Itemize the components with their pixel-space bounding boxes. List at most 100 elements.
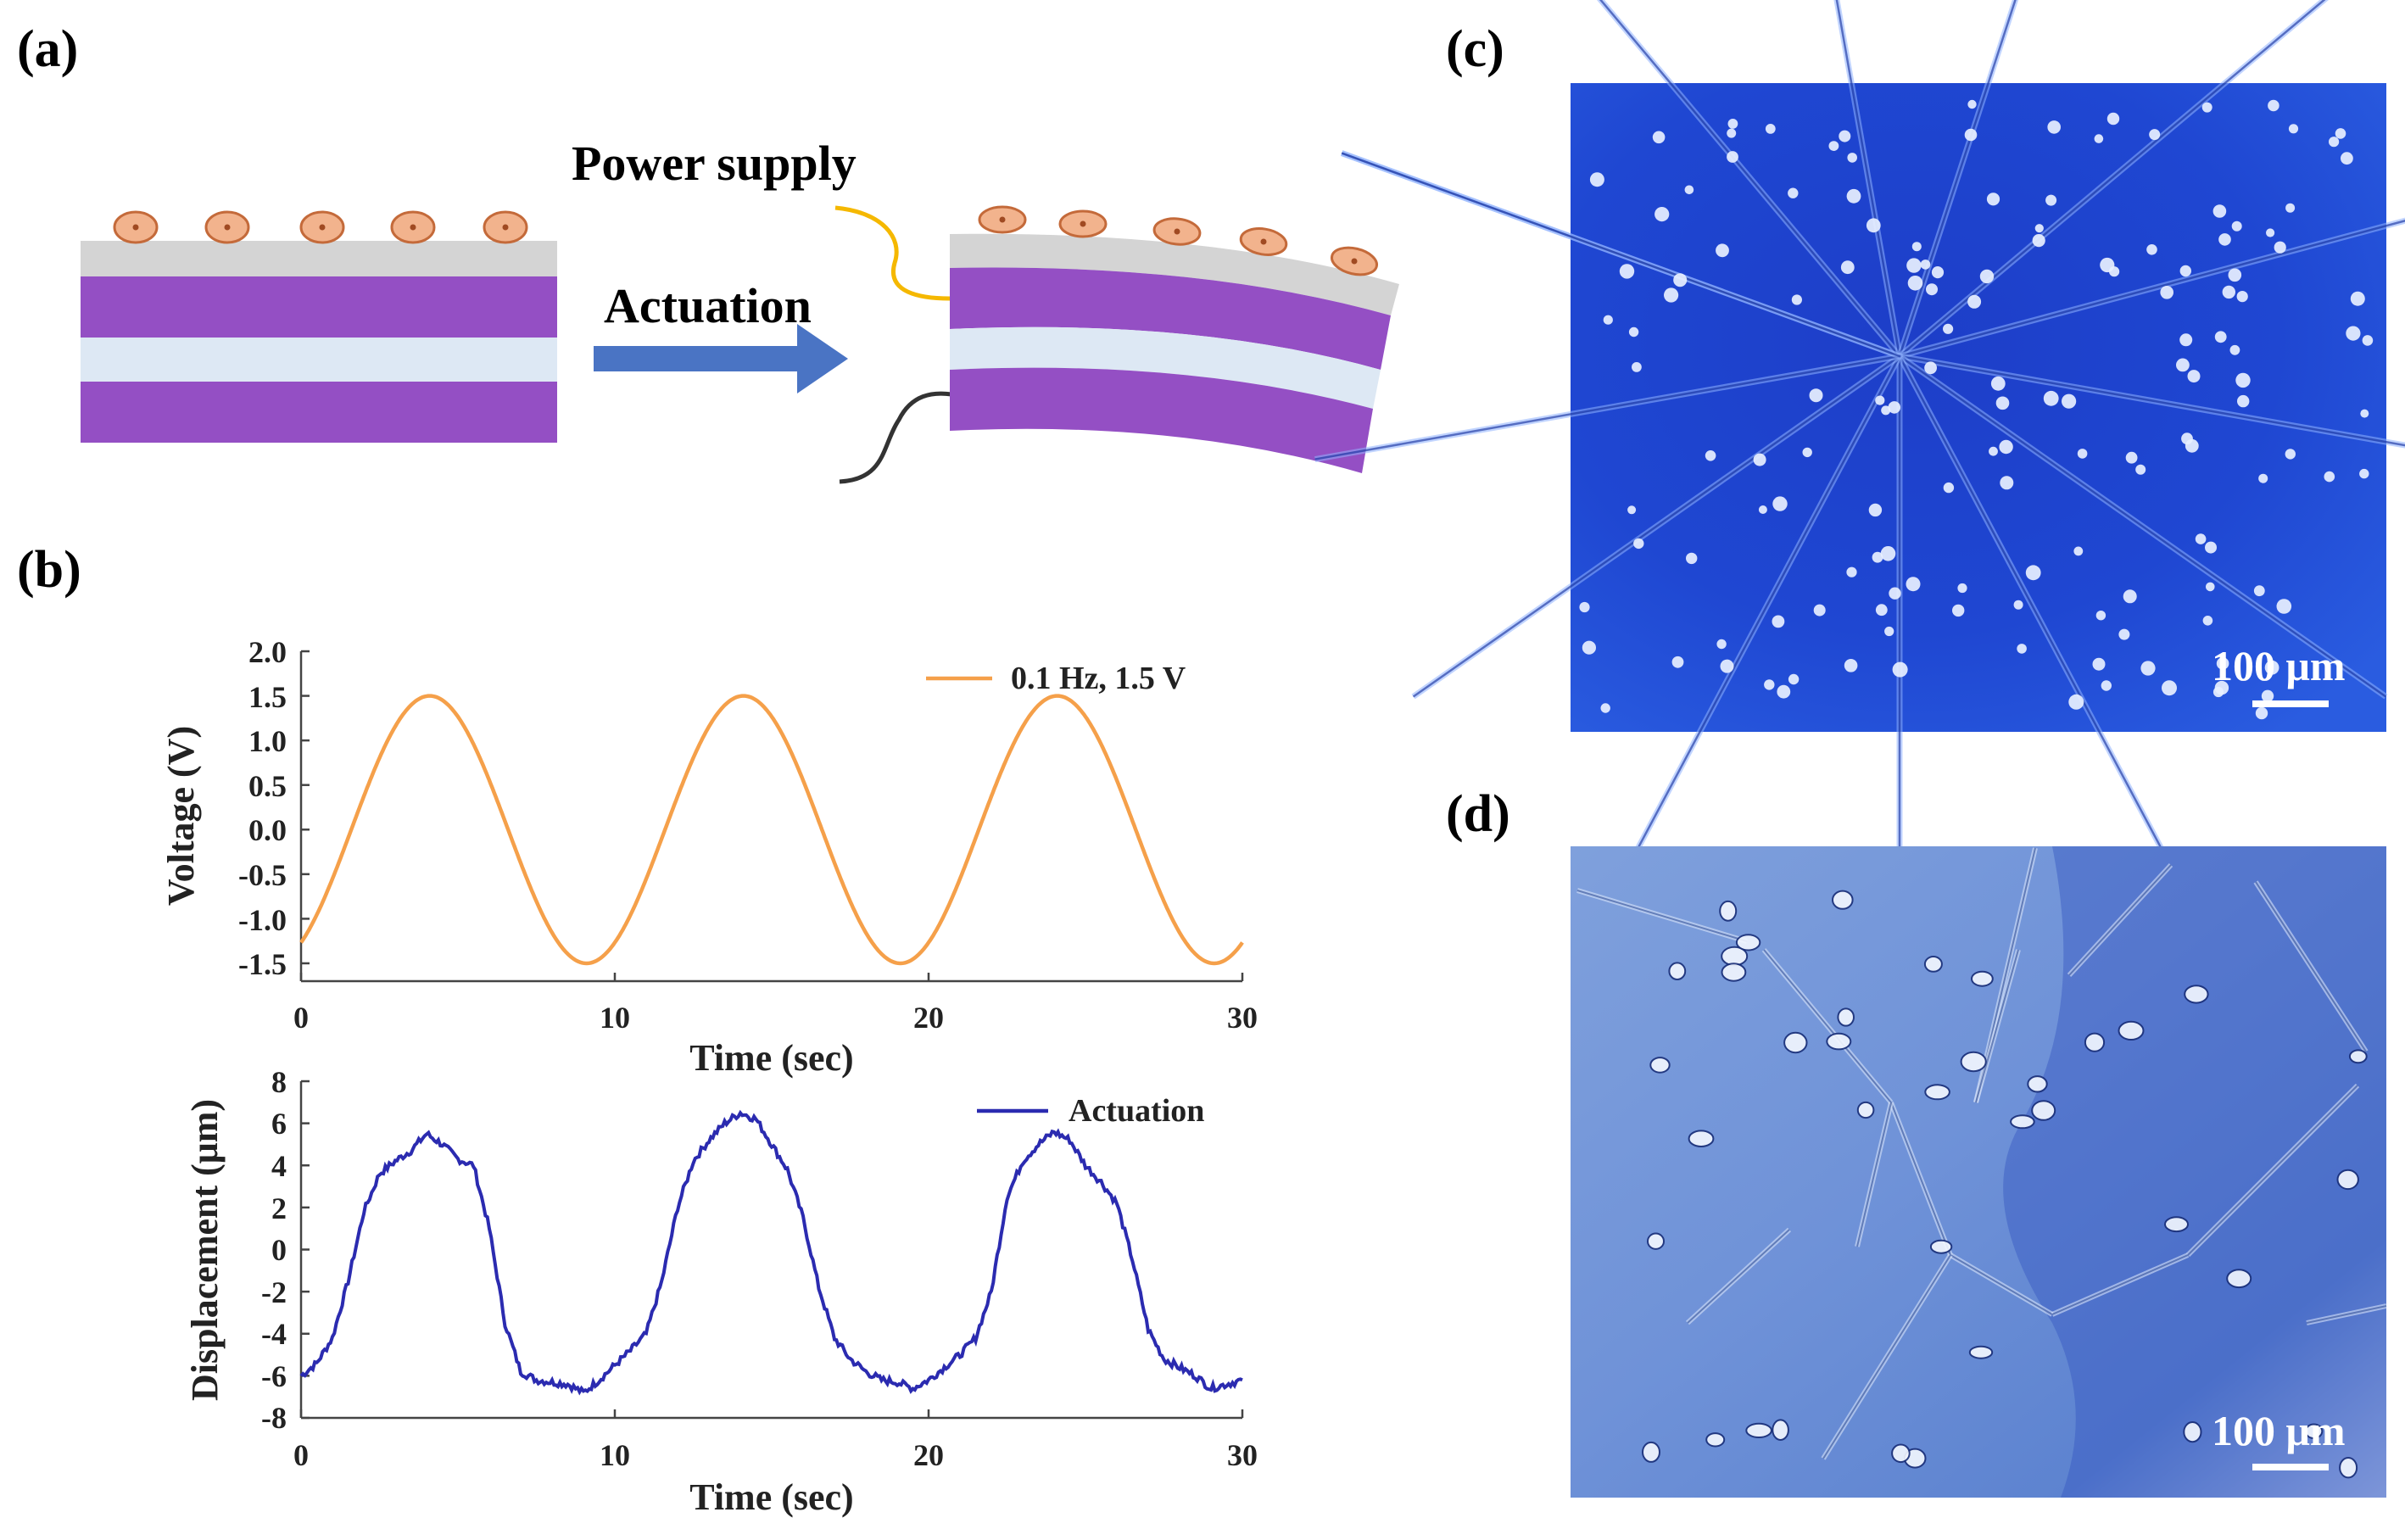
cell-dot — [1906, 577, 1921, 592]
cell-dot — [1579, 601, 1590, 613]
displacement-x-tick-label: 0 — [293, 1438, 309, 1472]
cell-icon — [1058, 209, 1108, 238]
cell-dot — [2123, 589, 2137, 604]
micrograph-d-cells — [1642, 890, 2368, 1479]
cell-dot — [2181, 432, 2193, 445]
cell-dot — [1924, 361, 1938, 375]
cell-dot — [2149, 129, 2161, 141]
cell-dot — [1628, 326, 1639, 338]
cell-dot — [2228, 268, 2242, 282]
cell-dot — [2034, 224, 2044, 233]
cell-dot — [2100, 257, 2115, 273]
fiber — [1341, 152, 1900, 358]
flat-purple-bottom — [81, 382, 557, 443]
cell-dot — [2068, 694, 2084, 710]
displacement-y-tick-label: 8 — [271, 1065, 287, 1099]
cell-dot — [1889, 587, 1901, 600]
cell-dot — [1926, 283, 1938, 296]
fiber — [1620, 355, 1901, 881]
cell-dot — [1633, 538, 1644, 550]
cell-dot — [2304, 1423, 2324, 1440]
cell-dot — [1839, 130, 1851, 142]
fiber — [1576, 890, 1748, 942]
voltage-y-tick-label: -1.0 — [238, 903, 287, 937]
flat-separator — [81, 338, 557, 382]
cell-dot — [2183, 1421, 2202, 1443]
cell-dot — [2095, 611, 2106, 621]
cell-dot — [2360, 409, 2369, 418]
cell-dot — [1884, 626, 1894, 637]
cell-dot — [2285, 449, 2296, 460]
displacement-y-tick-label: -4 — [261, 1317, 287, 1351]
cell-dot — [2339, 1457, 2358, 1479]
cell-dot — [1971, 970, 1994, 987]
cell-dot — [2195, 533, 2207, 544]
cell-dot — [1589, 172, 1604, 187]
micrograph-d-fibers — [1576, 847, 2387, 1460]
cell-dot — [2187, 370, 2201, 383]
cell-dot — [2094, 134, 2104, 143]
cell-dot — [1783, 1031, 1808, 1054]
cell-icon — [390, 210, 436, 244]
bent-purple-bottom — [950, 367, 1373, 473]
cell-dot — [2027, 1075, 2048, 1093]
negative-wire — [839, 391, 952, 484]
cell-dot — [1943, 482, 1955, 494]
cell-dot — [2118, 628, 2130, 640]
fiber — [1856, 1102, 1892, 1247]
cell-dot — [2032, 234, 2045, 248]
cell-dot — [2362, 335, 2374, 346]
fiber — [1898, 355, 2179, 881]
cell-dot — [1721, 962, 1747, 982]
cell-dot — [2206, 582, 2215, 592]
cell-dot — [1727, 119, 1738, 129]
cell-dot — [2202, 616, 2213, 626]
displacement-y-tick-labels: 8 6 4 2 0 -2 -4 -6 -8 — [261, 1065, 287, 1435]
cell-icon — [299, 210, 345, 244]
cell-dot — [2062, 393, 2077, 409]
voltage-x-tick-label: 0 — [293, 1001, 309, 1035]
voltage-y-tick-labels: 2.0 1.5 1.0 0.5 0.0 -0.5 -1.0 -1.5 — [238, 635, 287, 981]
cell-dot — [2285, 203, 2296, 213]
micrograph-d: 100 μm — [1571, 846, 2387, 1498]
actuation-arrow-icon — [594, 324, 848, 393]
cell-dot — [1920, 259, 1931, 270]
cell-dot — [2045, 194, 2057, 206]
cell-dot — [1837, 1007, 1855, 1027]
cell-dot — [2101, 680, 2112, 691]
micrograph-d-scale-label: 100 μm — [2212, 1407, 2346, 1454]
panel-label-b: (b) — [17, 541, 81, 599]
cell-dot — [1652, 131, 1666, 144]
cell-dot — [2216, 657, 2229, 670]
cell-dot — [1688, 1130, 1715, 1147]
cell-dot — [2047, 120, 2061, 134]
cell-dot — [2162, 680, 2177, 696]
voltage-y-tick-label: -1.5 — [238, 947, 287, 981]
cell-icon — [1330, 246, 1379, 276]
cell-dot — [1868, 503, 1883, 517]
cell-dot — [1788, 187, 1799, 198]
cell-dot — [1764, 679, 1775, 690]
cell-dot — [2000, 476, 2014, 490]
cell-icon — [204, 210, 250, 244]
cell-dot — [2222, 285, 2235, 299]
fiber — [1412, 354, 1900, 698]
cell-icon — [1152, 217, 1202, 246]
cell-dot — [1673, 273, 1688, 287]
displacement-x-tick-label: 20 — [913, 1438, 944, 1472]
cell-dot — [2073, 546, 2084, 556]
cell-dot — [1619, 264, 1635, 279]
micrograph-c-cells — [1579, 99, 2374, 720]
cell-dot — [2226, 1269, 2252, 1289]
fiber — [1763, 949, 1892, 1103]
bent-separator — [950, 326, 1381, 409]
cell-dot — [1600, 703, 1610, 713]
cell-dot — [1846, 188, 1861, 204]
cell-dot — [1990, 376, 2006, 391]
cell-dot — [1647, 1232, 1665, 1250]
micrograph-c-background — [1571, 83, 2386, 732]
cell-dot — [1649, 1057, 1671, 1074]
cell-dot — [1826, 1032, 1852, 1051]
fiber — [1899, 220, 2405, 358]
